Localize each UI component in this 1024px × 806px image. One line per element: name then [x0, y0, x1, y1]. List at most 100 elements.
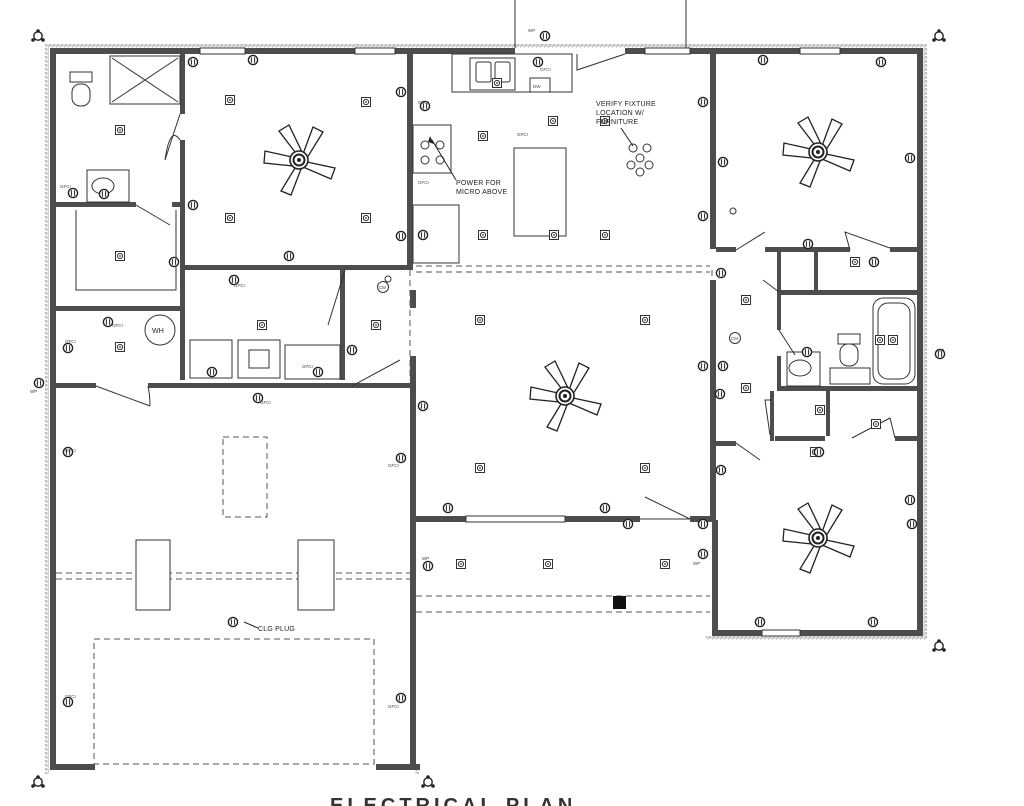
recessed-light-icon [815, 405, 825, 415]
micro-note-line-1: POWER FOR [456, 180, 501, 187]
gfci-tag: GFCI [418, 180, 429, 185]
wall-outlet-icon [754, 616, 766, 628]
recessed-light-icon [478, 230, 488, 240]
grid-marker-icon [420, 774, 436, 789]
gfci-tag: GFCI [260, 400, 271, 405]
ceiling-fan-icon [263, 124, 336, 196]
wall-outlet-icon [395, 692, 407, 704]
recessed-light-icon [371, 320, 381, 330]
gfci-tag: GFCI [302, 364, 313, 369]
wp-tag: WP [30, 389, 37, 394]
water-heater-label: WH [152, 328, 164, 335]
chandelier-icon [626, 143, 654, 177]
cm-label: CM [731, 336, 738, 341]
wall-outlet-icon [312, 366, 324, 378]
wall-outlet-icon [283, 250, 295, 262]
wall-outlet-icon [868, 256, 880, 268]
recessed-light-icon [888, 335, 898, 345]
recessed-light-icon [549, 230, 559, 240]
dashed-lines [56, 265, 713, 765]
wall-outlet-icon [697, 360, 709, 372]
gfci-tag: GFCI [540, 67, 551, 72]
drawing-title-text: ELECTRICAL PLAN [330, 795, 577, 806]
recessed-light-icon [361, 213, 371, 223]
recessed-light-icon [875, 335, 885, 345]
wall-outlet-icon [599, 502, 611, 514]
ceiling-fan-icon [529, 360, 602, 432]
recessed-light-icon [660, 559, 670, 569]
grid-marker-icon [931, 638, 947, 653]
fixtures: WH DW [69, 53, 916, 611]
wall-outlet-icon [417, 400, 429, 412]
wall-outlet-icon [717, 360, 729, 372]
wall-outlet-icon [697, 518, 709, 530]
gfci-tag: GFCI [517, 132, 528, 137]
gfci-tag: GFCI [65, 339, 76, 344]
cm-label: CM [379, 285, 386, 290]
wall-outlet-icon [33, 377, 45, 389]
recessed-light-icon [115, 251, 125, 261]
wall-outlet-icon [802, 238, 814, 250]
fixture-note-line-3: FURNITURE [596, 119, 638, 126]
wall-outlet-icon [62, 342, 74, 354]
recessed-light-icon [475, 463, 485, 473]
wall-outlet-icon [187, 56, 199, 68]
wall-outlet-icon [67, 187, 79, 199]
wall-outlet-icon [417, 229, 429, 241]
recessed-light-icon [548, 116, 558, 126]
recessed-light-icon [115, 342, 125, 352]
drawing-title: ELECTRICAL PLAN [330, 794, 770, 806]
ceiling-fan-icon [782, 116, 855, 188]
gfci-tag: GFCI [65, 694, 76, 699]
recessed-light-icon [456, 559, 466, 569]
ceiling-fan-icon [782, 502, 855, 574]
recessed-light-icon [225, 213, 235, 223]
recessed-light-icon [225, 95, 235, 105]
recessed-light-icon [478, 131, 488, 141]
dishwasher-label: DW [533, 84, 541, 89]
wall-outlet-icon [622, 518, 634, 530]
smoke-detectors: CM CM [377, 207, 741, 344]
recessed-light-icon [475, 315, 485, 325]
wall-outlet-icon [98, 188, 110, 200]
wall-outlet-icon [395, 452, 407, 464]
wall-outlet-icon [442, 502, 454, 514]
wall-outlet-icon [715, 464, 727, 476]
wall-outlet-icon [906, 518, 918, 530]
gfci-tag: GFCI [388, 463, 399, 468]
gfci-tag: GFCI [388, 704, 399, 709]
ceiling-plug-note: CLG PLUG [258, 626, 295, 633]
wall-outlet-icon [247, 54, 259, 66]
wp-tag: WP [528, 28, 535, 33]
recessed-light-icon [850, 257, 860, 267]
recessed-light-icon [871, 419, 881, 429]
gfci-tag: GFCI [234, 283, 245, 288]
wall-outlet-icon [395, 86, 407, 98]
gfci-tag: GFCI [112, 323, 123, 328]
wp-tag: WP [937, 348, 944, 353]
wall-outlet-icon [206, 366, 218, 378]
recessed-light-icon [543, 559, 553, 569]
wall-outlet-icon [813, 446, 825, 458]
wp-tag: WP [422, 556, 429, 561]
wall-outlet-icon [714, 388, 726, 400]
grid-marker-icon [30, 774, 46, 789]
wall-outlet-icon [187, 199, 199, 211]
recessed-light-icon [492, 78, 502, 88]
grid-marker-icon [931, 28, 947, 43]
micro-note-line-2: MICRO ABOVE [456, 189, 507, 196]
recessed-light-icon [257, 320, 267, 330]
wall-outlet-icon [717, 156, 729, 168]
windows [199, 0, 841, 637]
wall-outlet-icon [539, 30, 551, 42]
wall-outlet-icon [532, 56, 544, 68]
gfci-tag: GFCI [60, 184, 71, 189]
fixture-note-line-2: LOCATION W/ [596, 110, 644, 117]
wall-outlet-icon [715, 267, 727, 279]
recessed-light-icon [361, 97, 371, 107]
wall-outlet-icon [904, 494, 916, 506]
fixture-note-line-1: VERIFY FIXTURE [596, 101, 656, 108]
wp-tag: WP [693, 561, 700, 566]
recessed-light-icon [741, 383, 751, 393]
